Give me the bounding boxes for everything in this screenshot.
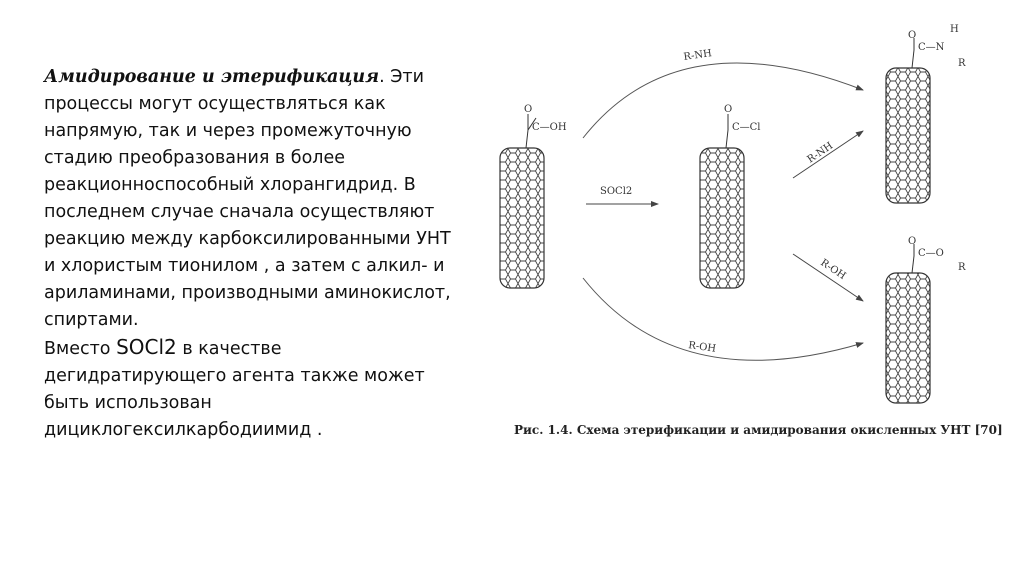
bottom-curved-arrow [582, 277, 864, 361]
label-mid-o: O [724, 104, 732, 115]
reagent-prefix: Вместо [44, 339, 117, 359]
label-rt-h: H [950, 24, 959, 35]
reaction-scheme-figure: O C—OH O C—Cl O C—N H R O C—O R R-NH [488, 18, 1003, 448]
figure-caption: Рис. 1.4. Схема этерификации и амидирова… [514, 423, 1003, 437]
nanotube-right-top [885, 38, 931, 204]
reagent-suffix: в качестве дегидратирующего агента также… [44, 339, 425, 440]
reagent-formula: SOCl2 [116, 335, 177, 359]
reaction-scheme-svg: O C—OH O C—Cl O C—N H R O C—O R R-NH [499, 24, 966, 404]
label-left-coh: C—OH [532, 122, 567, 133]
paragraph-body: . Эти процессы могут осуществляться как … [44, 67, 451, 330]
top-curved-arrow [582, 62, 864, 139]
nanotube-right-bottom [885, 244, 931, 404]
mid-lower-arrow [792, 253, 864, 302]
label-left-o: O [524, 104, 532, 115]
label-rb-co: C—O [918, 248, 944, 259]
label-mid-lower: R-OH [818, 257, 847, 282]
label-rb-r: R [958, 262, 966, 273]
label-socl2: SOCl2 [600, 186, 632, 197]
label-rt-r: R [958, 58, 966, 69]
label-top-arrow: R-NH [683, 48, 713, 63]
paragraph-main: Амидирование и этерификация. Эти процесс… [44, 64, 464, 334]
heading-amidation: Амидирование и этерификация [44, 67, 380, 87]
paragraph-reagent: Вместо SOCl2 в качестве дегидратирующего… [44, 334, 464, 444]
nanotube-middle [699, 114, 745, 289]
description-text: Амидирование и этерификация. Эти процесс… [44, 64, 464, 444]
label-mid-ccl: C—Cl [732, 122, 761, 133]
mid-upper-arrow [792, 130, 864, 179]
label-bottom-arrow: R-OH [688, 340, 717, 355]
label-rt-cn: C—N [918, 42, 945, 53]
nanotube-left [499, 114, 545, 289]
label-rt-o: O [908, 30, 916, 41]
label-rb-o: O [908, 236, 916, 247]
